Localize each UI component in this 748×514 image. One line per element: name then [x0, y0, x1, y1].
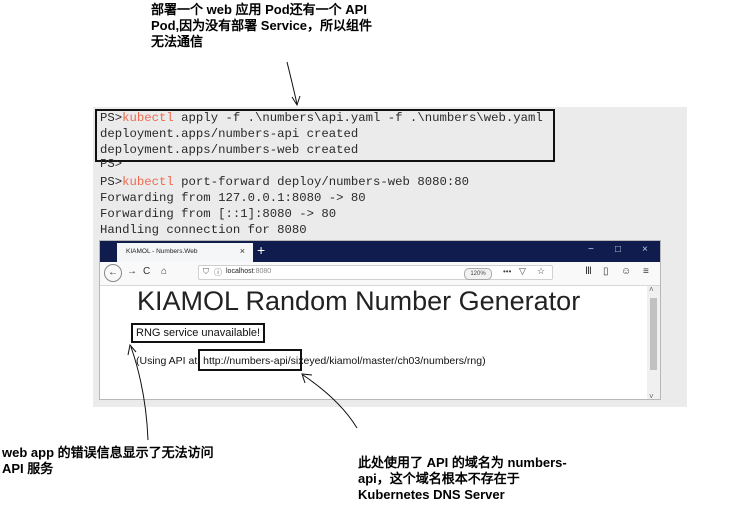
library-icon[interactable]: Ⅲ — [585, 266, 592, 277]
vertical-scrollbar[interactable]: ˄ ˅ — [647, 285, 660, 400]
account-icon[interactable]: ☺ — [621, 266, 632, 277]
terminal-line: PS>kubectl port-forward deploy/numbers-w… — [100, 175, 469, 189]
back-arrow-icon[interactable]: ← — [104, 264, 122, 282]
page-actions-icon[interactable]: ••• — [503, 267, 512, 276]
terminal-line: deployment.apps/numbers-api created — [100, 127, 359, 141]
terminal-line: deployment.apps/numbers-web created — [100, 143, 359, 157]
zoom-badge[interactable]: 120% — [464, 268, 492, 280]
terminal-line: PS>kubectl apply -f .\numbers\api.yaml -… — [100, 111, 543, 125]
terminal-line: Handling connection for 8080 — [100, 223, 307, 237]
scroll-down-icon[interactable]: ˅ — [649, 392, 654, 400]
terminal-line: Forwarding from 127.0.0.1:8080 -> 80 — [100, 191, 366, 205]
title-bar: KIAMOL - Numbers.Web × + − □ × — [100, 241, 660, 262]
info-icon[interactable]: ⓘ — [214, 268, 222, 277]
minimize-icon[interactable]: − — [588, 244, 594, 255]
sidebar-icon[interactable]: ▯ — [603, 266, 609, 277]
tab-title: KIAMOL - Numbers.Web — [126, 248, 198, 255]
url-bar[interactable]: ⛉ ⓘ localhost:8080 120% ••• ▽ ☆ — [198, 265, 553, 280]
url-text[interactable]: localhost:8080 — [226, 268, 272, 275]
error-message: RNG service unavailable! — [131, 323, 266, 343]
nav-toolbar: ← → C ⌂ ⛉ ⓘ localhost:8080 120% ••• ▽ ☆ … — [100, 262, 660, 286]
bookmark-star-icon[interactable]: ☆ — [537, 266, 546, 276]
home-icon[interactable]: ⌂ — [161, 266, 168, 277]
arrow-top-head — [291, 95, 301, 107]
annotation-left: web app 的错误信息显示了无法访问 API 服务 — [2, 445, 214, 476]
page-content: KIAMOL Random Number Generator RNG servi… — [100, 286, 648, 399]
maximize-icon[interactable]: □ — [615, 244, 622, 255]
highlight-box-commands — [95, 109, 555, 162]
scroll-thumb[interactable] — [650, 298, 657, 370]
close-window-icon[interactable]: × — [642, 244, 648, 255]
tab-kiamol[interactable]: KIAMOL - Numbers.Web × — [117, 243, 253, 262]
highlight-box-api-url — [198, 349, 302, 371]
reload-icon[interactable]: C — [143, 266, 151, 277]
close-tab-icon[interactable]: × — [239, 246, 245, 256]
new-tab-button[interactable]: + — [257, 242, 266, 258]
api-url-text: (Using API at: http://numbers-api/sixeye… — [136, 355, 486, 367]
shield-icon[interactable]: ⛉ — [203, 267, 209, 276]
scroll-up-icon[interactable]: ˄ — [649, 285, 654, 294]
annotation-right: 此处使用了 API 的域名为 numbers- api，这个域名根本不存在于 K… — [358, 455, 567, 502]
terminal-line: Forwarding from [::1]:8080 -> 80 — [100, 207, 337, 221]
arrow-top — [286, 61, 298, 105]
annotation-top: 部署一个 web 应用 Pod还有一个 API Pod,因为没有部署 Servi… — [151, 2, 373, 49]
pocket-icon[interactable]: ▽ — [519, 266, 526, 276]
menu-icon[interactable]: ≡ — [643, 266, 649, 277]
page-heading: KIAMOL Random Number Generator — [137, 286, 581, 316]
browser-window: KIAMOL - Numbers.Web × + − □ × ← → C ⌂ ⛉… — [99, 240, 661, 400]
terminal-line: PS> — [100, 158, 123, 170]
forward-arrow-icon[interactable]: → — [127, 266, 137, 277]
